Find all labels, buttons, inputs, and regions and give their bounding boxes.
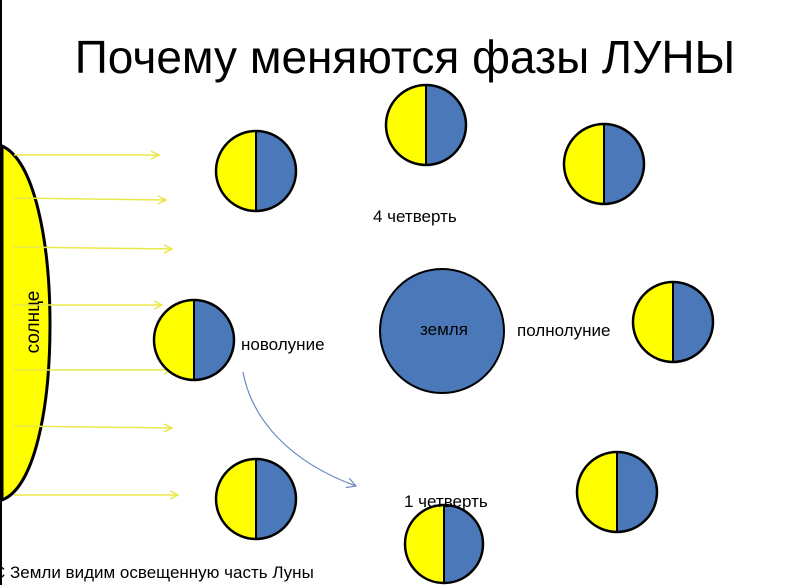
earth-label: земля [420,320,468,339]
earth: земля [379,268,505,394]
sun-ray [13,426,172,428]
label-new-moon: новолуние [241,335,325,354]
sun-rays [13,155,178,495]
moon-lower-left [214,457,298,541]
moon-lower-right [575,450,659,534]
label-first-quarter: 1 четверть [404,492,488,511]
sun: солнце [0,143,52,503]
moon-upper-right [562,122,646,206]
moon-new-moon [152,298,236,382]
moon-bottom [403,503,485,585]
moon-top [384,83,468,167]
sun-ray [13,247,172,249]
caption: С Земли видим освещенную часть Луны [0,563,314,582]
label-fourth-quarter: 4 четверть [373,207,457,226]
sun-shape [0,143,52,503]
orbit-motion-arrow [242,371,358,489]
label-full-moon: полнолуние [517,321,610,340]
sun-ray [13,198,166,200]
sun-label: солнце [23,291,44,354]
earth-circle [379,268,505,394]
moon-upper-left [214,129,298,213]
page-title: Почему меняются фазы ЛУНЫ [75,31,736,83]
moon-full-moon [631,280,715,364]
